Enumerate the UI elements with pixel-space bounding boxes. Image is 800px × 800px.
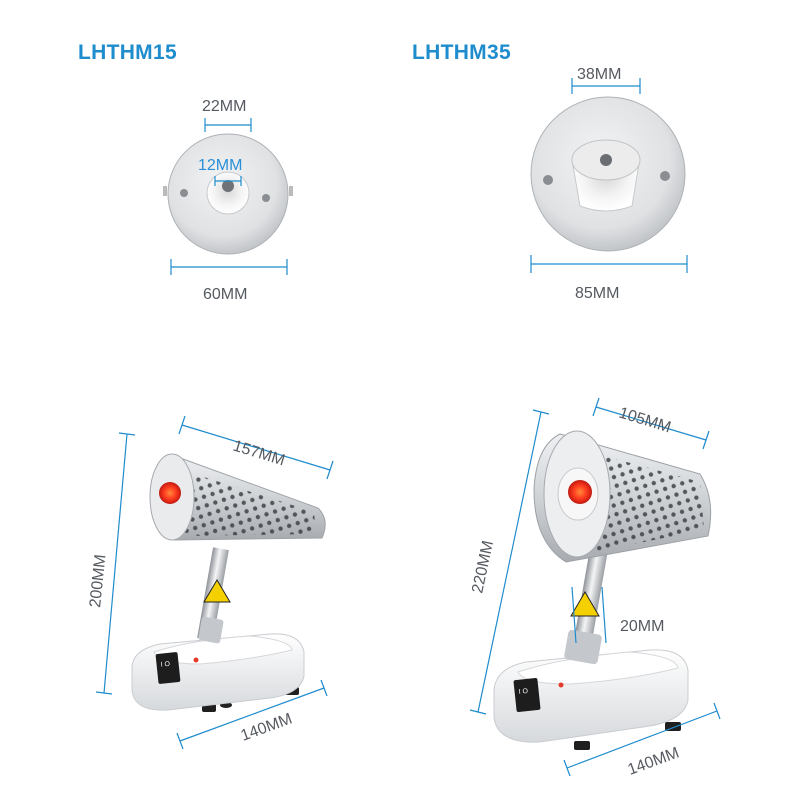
- small-height-label: 200MM: [87, 554, 109, 609]
- large-inner-diameter-label: 38MM: [577, 66, 621, 83]
- large-switch-label: I O: [518, 688, 529, 696]
- dim-line-large-height: [469, 409, 550, 715]
- small-inner-diameter-label: 22MM: [202, 98, 246, 115]
- dim-line-small-outer: [170, 259, 288, 275]
- large-height-label: 220MM: [469, 539, 497, 595]
- dim-line-small-inner: [204, 118, 252, 132]
- small-length-label: 157MM: [231, 438, 287, 470]
- large-face-plate: [530, 96, 686, 252]
- small-sterilizer: I O: [131, 453, 326, 712]
- small-outer-diameter-label: 60MM: [203, 286, 247, 303]
- model-title-large: LHTHM35: [412, 41, 511, 64]
- dim-line-large-stand: [571, 586, 607, 644]
- model-title-small: LHTHM15: [78, 41, 177, 64]
- dim-line-small-length: [178, 415, 334, 480]
- dim-line-small-core: [214, 176, 242, 186]
- dim-line-large-outer: [530, 255, 688, 273]
- large-length-label: 105MM: [617, 405, 673, 437]
- small-base-label: 140MM: [239, 711, 295, 745]
- dim-line-small-base: [176, 679, 328, 750]
- small-face-plate: [163, 133, 293, 255]
- large-sterilizer: I O: [493, 430, 712, 750]
- dim-line-large-base: [563, 702, 721, 777]
- dim-line-small-height: [95, 432, 136, 695]
- large-stand-label: 20MM: [620, 618, 664, 635]
- dim-line-large-inner: [571, 78, 641, 94]
- large-base-label: 140MM: [626, 745, 682, 779]
- small-core-diameter-label: 12MM: [198, 157, 242, 174]
- large-outer-diameter-label: 85MM: [575, 285, 619, 302]
- dim-line-large-length: [592, 397, 710, 450]
- small-switch-label: I O: [160, 661, 171, 669]
